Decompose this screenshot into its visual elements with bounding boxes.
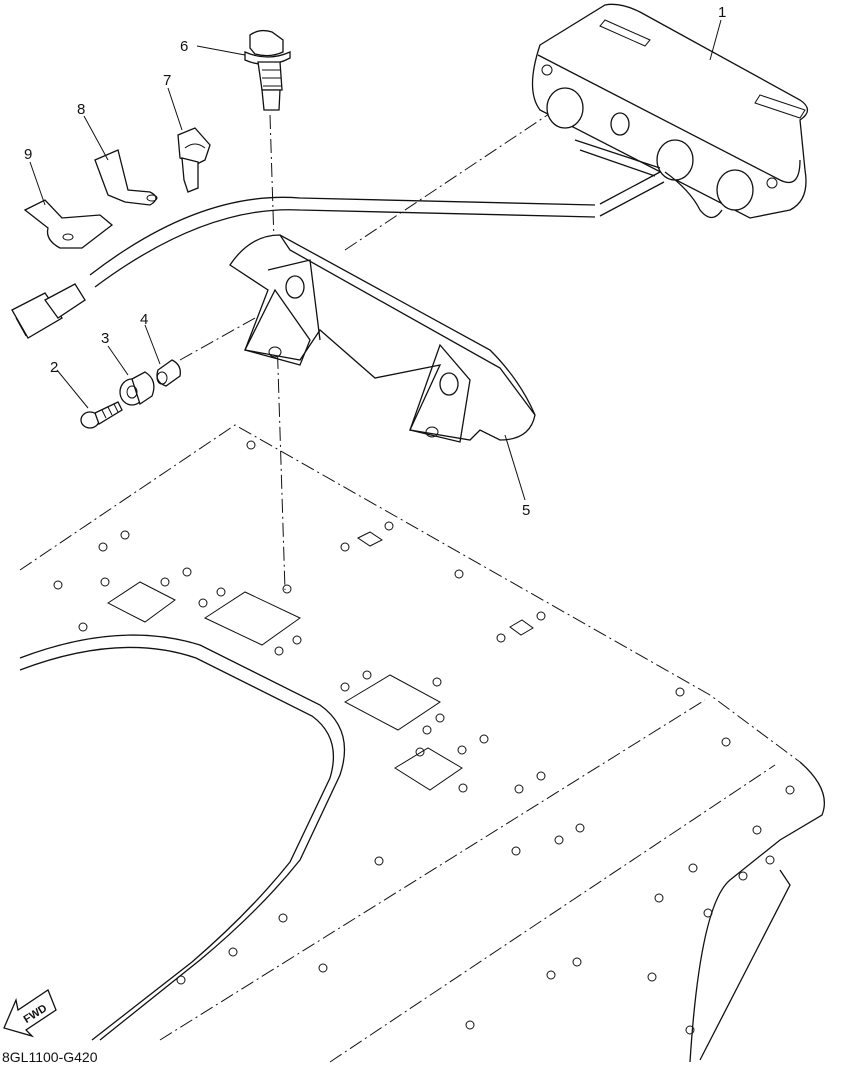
callout-9: 9	[24, 146, 32, 163]
bracket-clip-part-8[interactable]	[94, 149, 158, 206]
collar-part-4[interactable]	[156, 359, 181, 387]
diagram-code: 8GL1100-G420	[2, 1049, 98, 1065]
callout-8: 8	[77, 101, 85, 118]
callout-4: 4	[140, 311, 148, 328]
callout-3: 3	[101, 330, 109, 347]
fwd-arrow-icon: FWD	[3, 989, 57, 1038]
callout-2: 2	[50, 359, 58, 376]
leader-lines	[29, 19, 722, 501]
grommet-part-3[interactable]	[119, 371, 155, 406]
tail-light-part-1[interactable]	[531, 3, 809, 219]
callout-1: 1	[718, 4, 726, 21]
callout-7: 7	[163, 72, 171, 89]
bracket-part-5[interactable]	[229, 234, 536, 443]
tunnel-plate	[19, 424, 826, 1063]
callout-6: 6	[180, 38, 188, 55]
clip-part-7[interactable]	[177, 127, 211, 193]
callout-5: 5	[522, 502, 530, 519]
stay-part-9[interactable]	[23, 199, 114, 249]
assembly-lines	[179, 109, 556, 591]
wire-harness	[11, 171, 665, 339]
bolt-part-6[interactable]	[244, 29, 291, 111]
screw-part-2[interactable]	[80, 401, 123, 429]
